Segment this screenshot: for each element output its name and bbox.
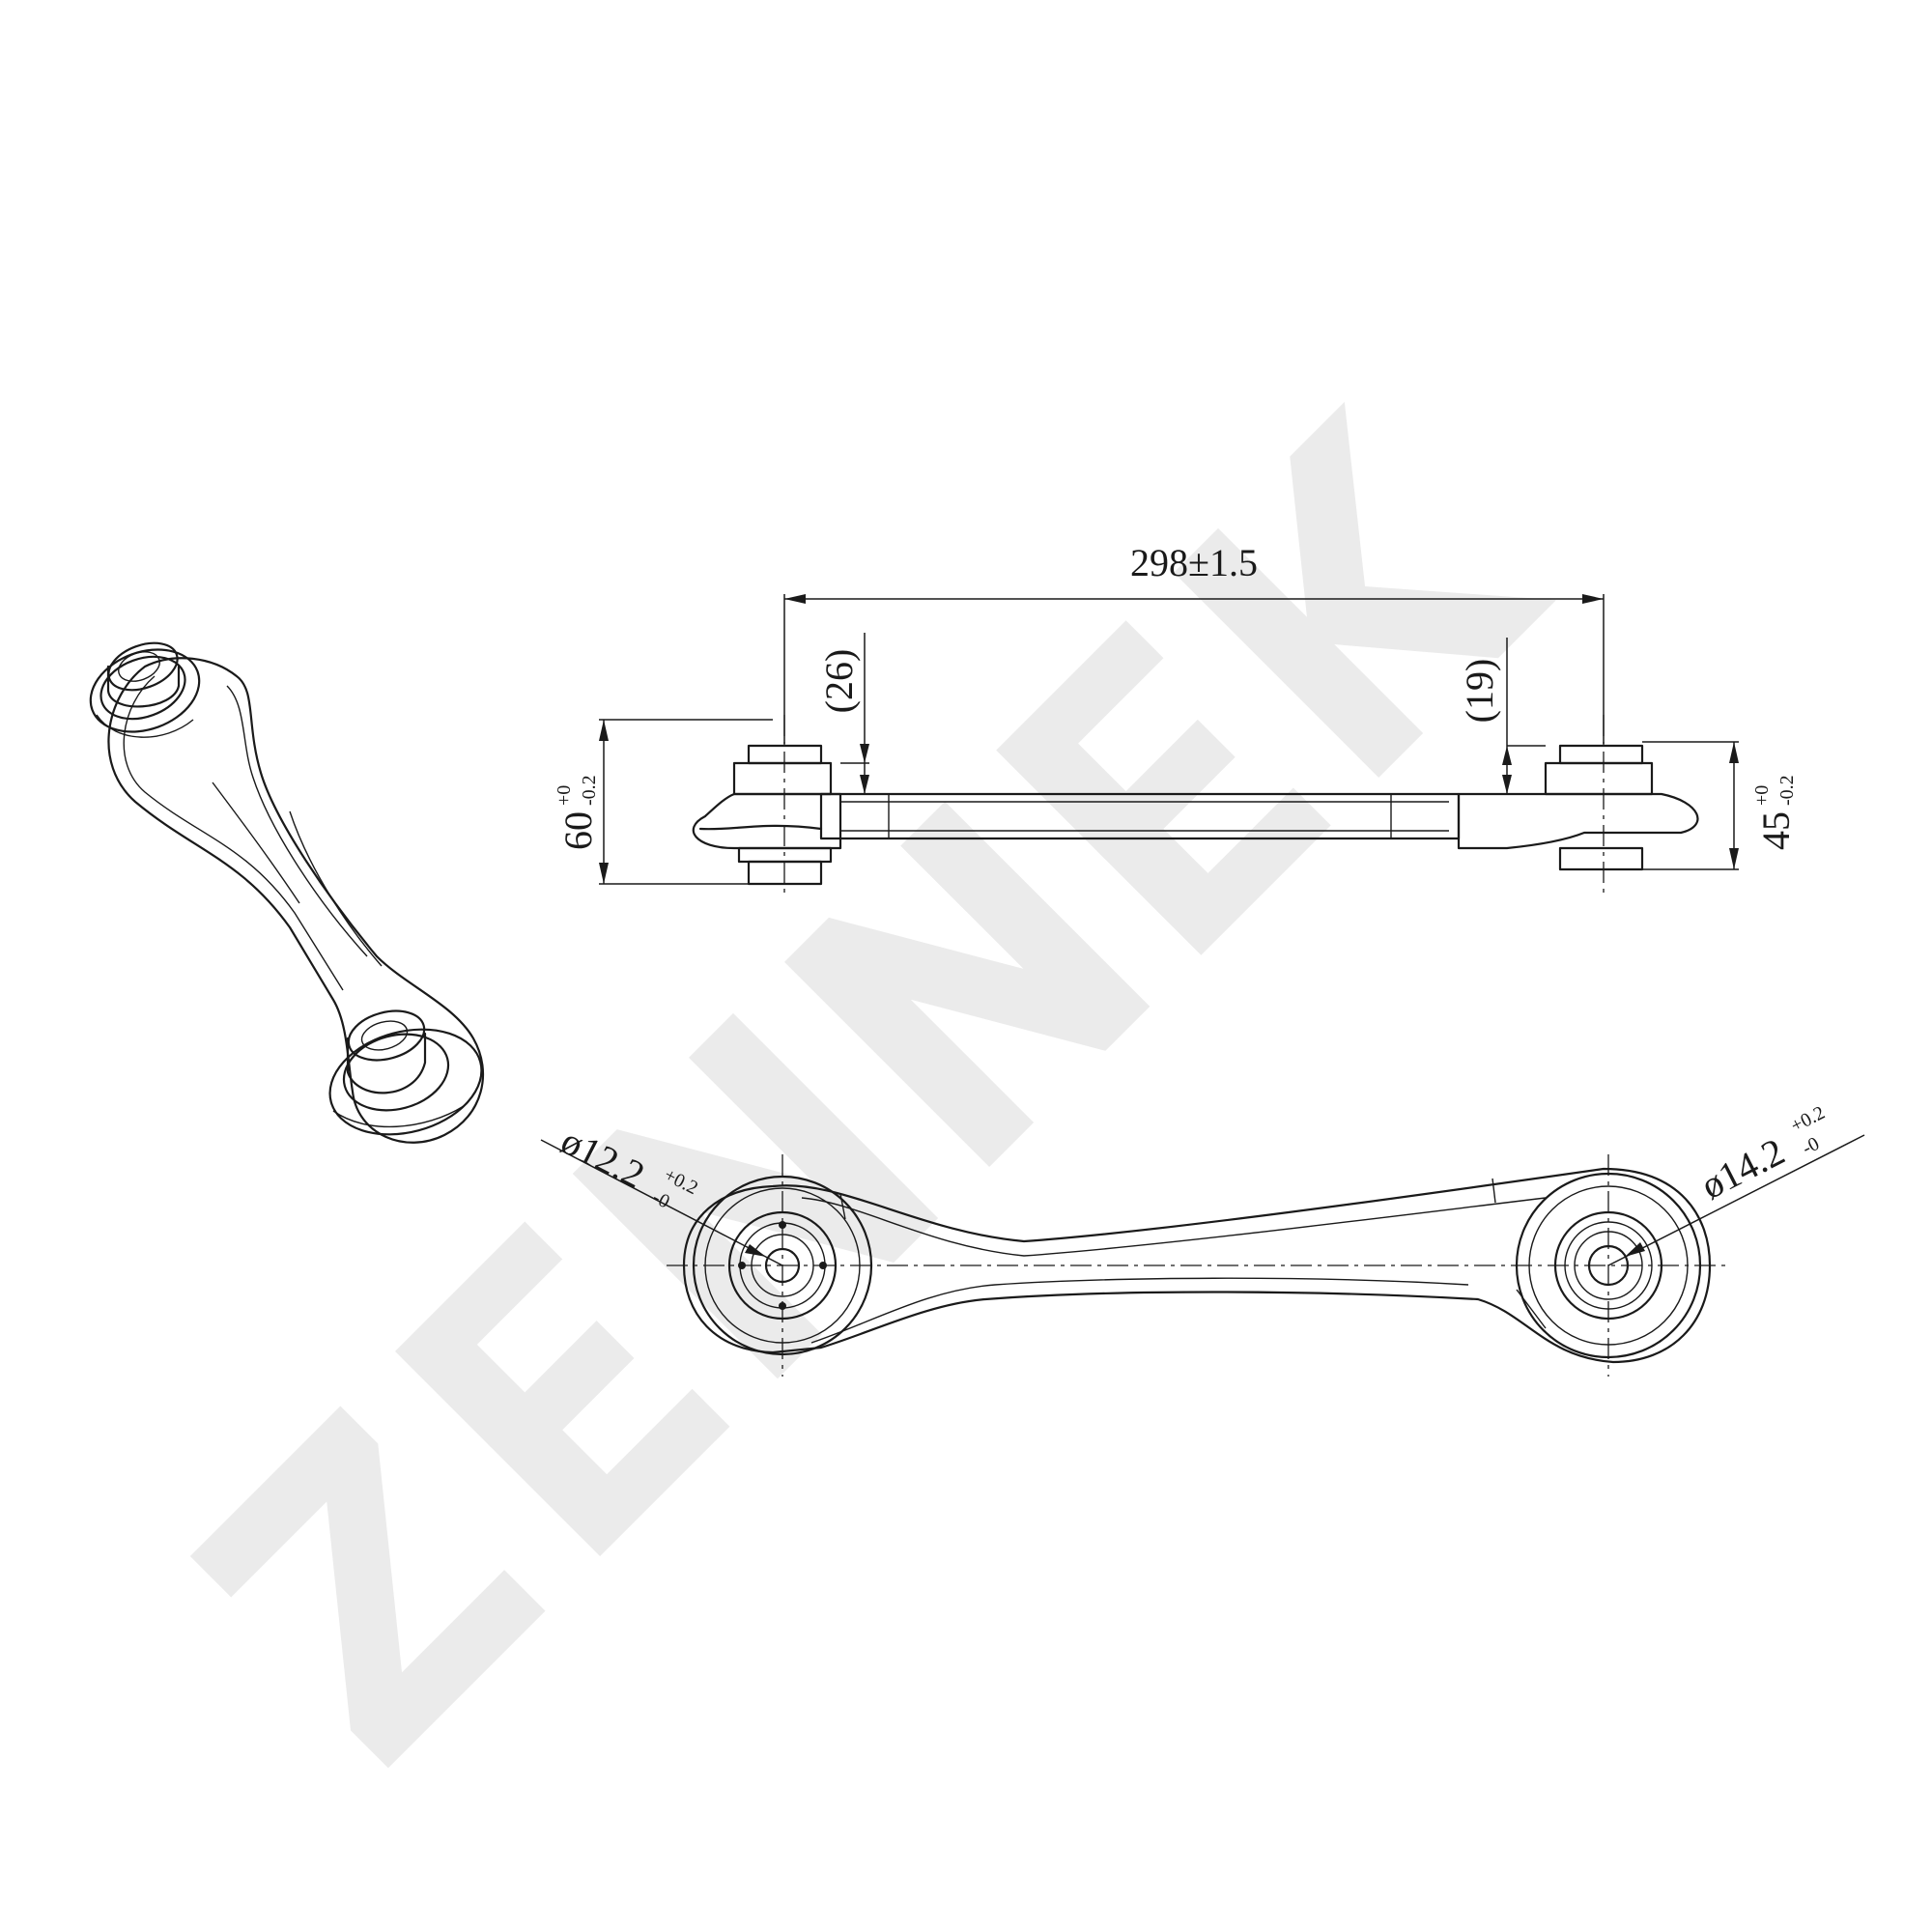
- right-bore-upper: +0.2: [1787, 1102, 1828, 1137]
- right-height-dimension: 45 +0 -0.2: [1751, 775, 1798, 850]
- left-height-upper: +0: [554, 785, 575, 806]
- right-offset-dimension: (19): [1458, 659, 1501, 724]
- right-bore-nominal: ø14.2: [1694, 1129, 1792, 1208]
- isometric-view: [89, 641, 485, 1144]
- left-height-lower: -0.2: [579, 775, 600, 806]
- right-bore-dimension: ø14.2 +0.2 -0: [1694, 1102, 1829, 1208]
- right-height-nominal: 45: [1754, 811, 1798, 850]
- brand-watermark: [189, 402, 1557, 1769]
- right-height-upper: +0: [1751, 785, 1773, 806]
- side-view: 298±1.5 (26) (19) 60 +0 -0.2 45 +0 -0.2: [554, 541, 1798, 898]
- right-bore-lower: -0: [1799, 1133, 1823, 1159]
- left-offset-dimension: (26): [817, 649, 861, 714]
- left-height-nominal: 60: [556, 811, 600, 850]
- length-dimension: 298±1.5: [1130, 541, 1258, 584]
- left-height-dimension: 60 +0 -0.2: [554, 775, 600, 850]
- right-height-lower: -0.2: [1776, 775, 1798, 806]
